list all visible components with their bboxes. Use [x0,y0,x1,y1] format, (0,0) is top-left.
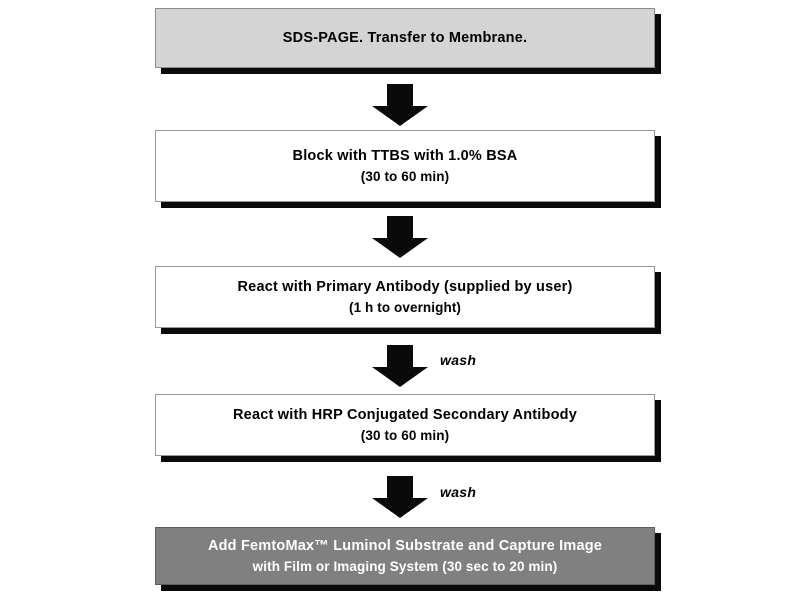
arrow-head [372,106,428,126]
flow-step-sdspage-main-text: SDS-PAGE. Transfer to Membrane. [282,29,528,46]
arrow-stem [387,216,413,238]
arrow-head [372,498,428,518]
arrow-stem [387,84,413,106]
wash-label-primary: wash [440,352,477,368]
flow-step-primary-antibody: React with Primary Antibody (supplied by… [155,266,655,328]
flow-step-block: Block with TTBS with 1.0% BSA (30 to 60 … [155,130,655,202]
arrow-stem [387,345,413,367]
flow-step-sdspage: SDS-PAGE. Transfer to Membrane. [155,8,655,68]
flow-step-primary-antibody-sub-text: (1 h to overnight) [348,299,462,315]
flow-step-secondary-antibody: React with HRP Conjugated Secondary Anti… [155,394,655,456]
flow-step-secondary-antibody-main-text: React with HRP Conjugated Secondary Anti… [233,406,577,423]
wash-label-secondary: wash [440,484,477,500]
down-arrow-icon [372,345,428,387]
down-arrow-icon [372,476,428,518]
arrow-stem [387,476,413,498]
down-arrow-icon [372,84,428,126]
arrow-head [372,238,428,258]
flow-step-detection-main-text: Add FemtoMax™ Luminol Substrate and Capt… [207,537,603,554]
flow-step-block-sub-text: (30 to 60 min) [360,168,450,184]
flow-step-primary-antibody-main-text: React with Primary Antibody (supplied by… [237,278,573,295]
flow-step-detection-sub-text: with Film or Imaging System (30 sec to 2… [252,558,558,574]
flow-step-secondary-antibody-sub-text: (30 to 60 min) [360,427,450,443]
down-arrow-icon [372,216,428,258]
flow-step-block-main-text: Block with TTBS with 1.0% BSA [292,147,518,164]
arrow-head [372,367,428,387]
flow-step-detection: Add FemtoMax™ Luminol Substrate and Capt… [155,527,655,585]
